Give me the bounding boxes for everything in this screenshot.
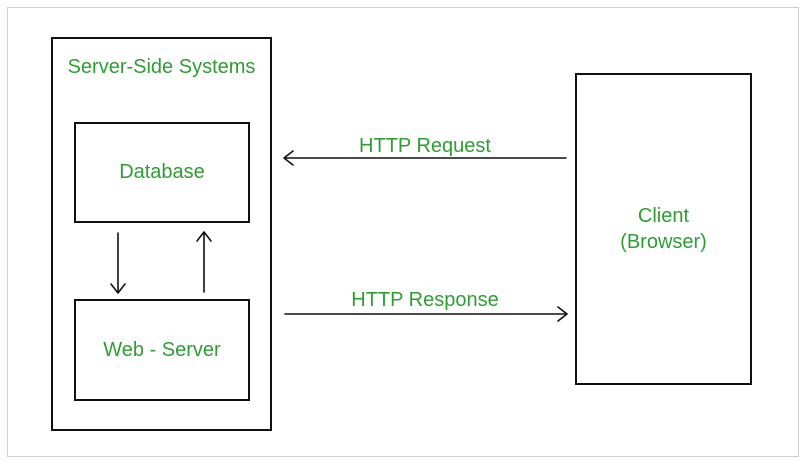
client-label-line2: (Browser) <box>620 231 707 253</box>
webserver-box <box>74 299 250 401</box>
diagram-frame <box>7 7 799 457</box>
http-response-arrow <box>284 306 568 322</box>
db-to-webserver-arrow <box>110 232 126 294</box>
server-side-box <box>51 37 272 431</box>
http-request-arrow <box>283 150 567 166</box>
server-side-title: Server-Side Systems <box>67 56 256 78</box>
database-box <box>74 122 250 223</box>
database-label: Database <box>119 161 205 183</box>
http-request-label: HTTP Request <box>359 135 491 157</box>
client-label-line1: Client <box>637 205 690 227</box>
client-box <box>575 73 752 385</box>
webserver-to-db-arrow <box>196 231 212 293</box>
http-response-label: HTTP Response <box>351 289 499 311</box>
webserver-label: Web - Server <box>103 339 221 361</box>
